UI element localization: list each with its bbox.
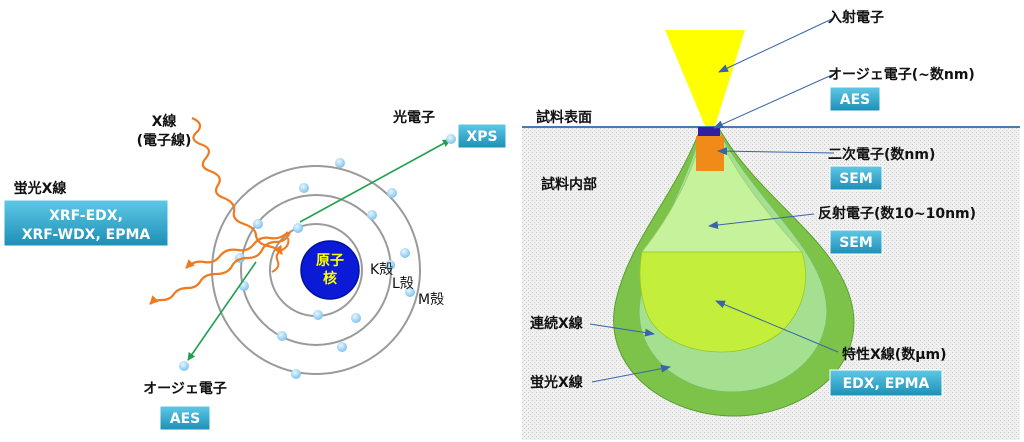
xps-tag: XPS bbox=[457, 123, 507, 149]
electron bbox=[293, 223, 303, 233]
xps-tag-box bbox=[457, 123, 507, 149]
m-shell-ring bbox=[211, 165, 421, 375]
aes-tag-left-text: AES bbox=[170, 411, 200, 427]
incident-leader bbox=[718, 17, 835, 73]
electron bbox=[313, 310, 323, 320]
xrf-tag-line-2: XRF-WDX, EPMA bbox=[22, 227, 151, 243]
k-shell-label: K殻 bbox=[370, 262, 393, 278]
sem-tag-1: SEM bbox=[829, 165, 883, 191]
edx-tag: EDX, EPMA bbox=[829, 369, 943, 397]
electron-beam bbox=[665, 30, 745, 126]
xray-label-2: (電子線) bbox=[137, 132, 192, 149]
photoelectron-ball bbox=[446, 134, 456, 144]
auger-electron-ball bbox=[179, 361, 189, 371]
auger-leader bbox=[713, 73, 835, 129]
l-shell-label: L殻 bbox=[392, 276, 414, 292]
electron bbox=[405, 287, 415, 297]
leader-arrows bbox=[589, 17, 839, 383]
xrf-tag: XRF-EDX, XRF-WDX, EPMA bbox=[3, 199, 169, 247]
surface-label: 試料表面 bbox=[536, 109, 592, 126]
nucleus-label-1: 原子 bbox=[316, 253, 344, 269]
auger-electron-label: オージェ電子 bbox=[143, 380, 227, 397]
electron bbox=[277, 331, 287, 341]
photoelectron-arrow bbox=[299, 139, 451, 223]
sem-tag-2-text: SEM bbox=[839, 235, 873, 251]
characteristic-leader bbox=[715, 300, 839, 353]
electron bbox=[385, 260, 395, 270]
auger-electron-arrow bbox=[187, 261, 257, 361]
continuous-leader bbox=[589, 323, 655, 337]
photoelectron-label: 光電子 bbox=[392, 109, 435, 126]
fluorescent-xray-wave-2 bbox=[149, 231, 292, 305]
electron bbox=[337, 342, 347, 352]
electron bbox=[291, 369, 301, 379]
electron bbox=[351, 313, 361, 323]
backscatter-leader bbox=[708, 213, 815, 229]
secondary-leader bbox=[717, 147, 835, 156]
aes-tag-left-box bbox=[159, 405, 211, 431]
electron bbox=[299, 183, 309, 193]
xrf-tag-box bbox=[3, 199, 169, 247]
incident-electron-label: 入射電子 bbox=[828, 9, 884, 26]
sem-tag-1-box bbox=[829, 165, 883, 191]
aes-tag-right: AES bbox=[829, 86, 881, 112]
characteristic-xray-label: 特性X線(数μm) bbox=[842, 346, 946, 363]
sem-tag-2-box bbox=[829, 229, 883, 255]
xrf-tag-line-1: XRF-EDX, bbox=[49, 208, 123, 224]
sem-tag-1-text: SEM bbox=[839, 171, 873, 187]
aes-tag-right-box bbox=[829, 86, 881, 112]
electron bbox=[400, 248, 410, 258]
secondary-electron-label: 二次電子(数nm) bbox=[828, 146, 935, 163]
nucleus bbox=[300, 240, 360, 300]
auger-electron-range-label: オージェ電子(~数nm) bbox=[828, 66, 975, 83]
xray-label-1: X線 bbox=[152, 113, 177, 130]
backscatter-label: 反射電子(数10~10nm) bbox=[818, 205, 976, 222]
nucleus-label-2: 核 bbox=[323, 270, 337, 287]
xps-tag-text: XPS bbox=[466, 129, 497, 145]
electron bbox=[387, 188, 397, 198]
inside-label: 試料内部 bbox=[541, 176, 597, 193]
transition-wave bbox=[271, 237, 290, 273]
auger-electron-volume bbox=[698, 127, 720, 136]
edx-tag-text: EDX, EPMA bbox=[843, 376, 930, 392]
electron bbox=[335, 158, 345, 168]
continuous-xray-label: 連続X線 bbox=[530, 315, 583, 332]
aes-tag-right-text: AES bbox=[840, 92, 870, 108]
electron bbox=[253, 219, 263, 229]
fluorescent-leader bbox=[591, 364, 671, 383]
fluor-xray-label: 蛍光X線 bbox=[14, 180, 67, 197]
l-shell-ring bbox=[240, 194, 392, 346]
electron bbox=[367, 210, 377, 220]
fluorescent-xray-label: 蛍光X線 bbox=[530, 374, 583, 391]
electron bbox=[239, 281, 249, 291]
edx-tag-box bbox=[829, 369, 943, 397]
aes-tag-left: AES bbox=[159, 405, 211, 431]
atom-model bbox=[149, 116, 456, 379]
fluorescent-xray-wave bbox=[185, 231, 289, 269]
m-shell-label: M殻 bbox=[418, 292, 444, 308]
incident-xray-wave bbox=[191, 116, 283, 255]
secondary-electron-volume bbox=[696, 136, 724, 171]
sem-tag-2: SEM bbox=[829, 229, 883, 255]
